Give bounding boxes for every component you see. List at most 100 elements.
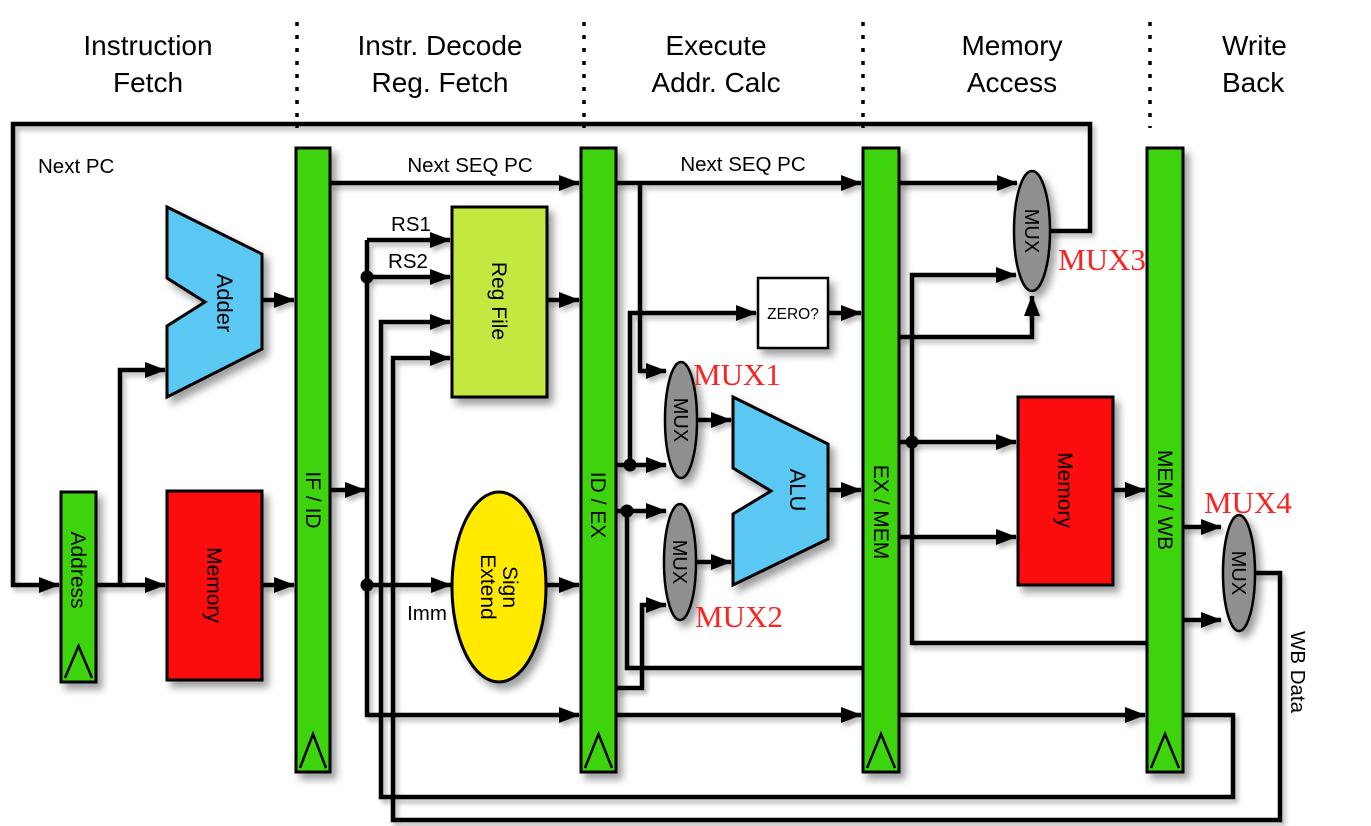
wire-wb-data-feedback bbox=[390, 350, 1283, 823]
wire-branch-target-to-mux3 bbox=[909, 267, 1017, 442]
mem-wb-clock-chevron bbox=[1149, 730, 1181, 769]
wires bbox=[10, 121, 1283, 823]
wire-instruction-bus bbox=[364, 240, 580, 723]
if-id-register: IF / ID bbox=[294, 146, 332, 774]
alu-label: ALU bbox=[785, 469, 810, 512]
next-seq-pc-label-id: Next SEQ PC bbox=[407, 154, 533, 177]
mux2-body bbox=[662, 502, 698, 622]
ex-mem-register-label: EX / MEM bbox=[869, 465, 892, 560]
wire-a-to-zero bbox=[627, 305, 757, 465]
data-memory-body bbox=[1016, 395, 1115, 587]
junction-dot bbox=[620, 504, 634, 518]
instruction-memory-block: Memory bbox=[165, 489, 264, 682]
mux4-label: MUX bbox=[1227, 551, 1249, 595]
zero-detect-block: ZERO? bbox=[756, 276, 830, 350]
zero-detect-body bbox=[756, 276, 830, 350]
if-id-clock-chevron bbox=[298, 730, 328, 769]
mux-annotations: MUX1 MUX2 MUX3 MUX4 bbox=[693, 242, 1292, 634]
mux1-annotation: MUX1 bbox=[693, 357, 781, 392]
data-memory-block: Memory bbox=[1016, 395, 1115, 587]
mem-wb-register: MEM / WB bbox=[1145, 146, 1185, 774]
rs2-label: RS2 bbox=[388, 250, 428, 273]
muxes: MUX MUX MUX MUX bbox=[662, 169, 1257, 633]
id-ex-register: ID / EX bbox=[579, 146, 618, 774]
id-ex-register-body bbox=[579, 146, 618, 774]
wb-data-label: WB Data bbox=[1286, 631, 1309, 714]
wire-aluresult-pass bbox=[909, 442, 1147, 646]
imm-label: Imm bbox=[407, 602, 447, 625]
alu-block: ALU bbox=[731, 394, 830, 588]
mux2-label: MUX bbox=[668, 540, 690, 584]
adder-shape bbox=[165, 204, 264, 400]
adder-label: Adder bbox=[212, 274, 237, 333]
adder-block: Adder bbox=[165, 204, 264, 400]
stage-header-ex-line1: Execute bbox=[665, 30, 766, 61]
wire-seqpc-to-mux1 bbox=[637, 183, 667, 379]
wire-next-pc-loop bbox=[10, 121, 1093, 593]
wire-rd-feedback bbox=[378, 314, 1236, 800]
wire-imm-to-mux2 bbox=[616, 597, 667, 691]
junction-dot bbox=[360, 578, 374, 592]
mux1: MUX bbox=[663, 360, 699, 480]
mux2-annotation: MUX2 bbox=[695, 599, 783, 634]
stage-header-if-line2: Fetch bbox=[113, 67, 183, 98]
wire-pc-to-adder bbox=[117, 362, 166, 585]
stage-header-if-line1: Instruction bbox=[83, 30, 212, 61]
mux3-label: MUX bbox=[1020, 209, 1042, 253]
next-pc-label: Next PC bbox=[38, 155, 115, 178]
reg-file-block: Reg File bbox=[450, 205, 549, 399]
next-seq-pc-label-ex: Next SEQ PC bbox=[680, 153, 806, 176]
if-id-register-label: IF / ID bbox=[301, 471, 324, 528]
address-register: Address bbox=[59, 490, 98, 684]
mux2: MUX bbox=[662, 502, 698, 622]
rs1-label: RS1 bbox=[391, 213, 431, 236]
mux4: MUX bbox=[1221, 513, 1257, 633]
junction-dot bbox=[360, 270, 374, 284]
address-register-clock-chevron bbox=[63, 642, 94, 679]
address-register-body bbox=[59, 490, 98, 684]
stage-header-mem-line1: Memory bbox=[961, 30, 1062, 61]
ex-mem-register: EX / MEM bbox=[861, 146, 901, 774]
stage-header-mem-line2: Access bbox=[967, 67, 1057, 98]
mux1-body bbox=[663, 360, 699, 480]
reg-file-label: Reg File bbox=[487, 262, 510, 340]
mux3-body bbox=[1012, 169, 1052, 293]
stage-header-wb-line1: Write bbox=[1222, 30, 1287, 61]
mux1-label: MUX bbox=[669, 398, 691, 442]
stage-header-wb-line2: Back bbox=[1222, 67, 1285, 98]
mem-wb-register-body bbox=[1145, 146, 1185, 774]
stage-header-id-line2: Reg. Fetch bbox=[372, 67, 509, 98]
mux4-body bbox=[1221, 513, 1257, 633]
stage-headers: Instruction Fetch Instr. Decode Reg. Fet… bbox=[83, 30, 1286, 98]
data-memory-label: Memory bbox=[1053, 452, 1076, 528]
if-id-register-body bbox=[294, 146, 332, 774]
pipeline-registers: Address IF / ID ID / EX EX / MEM MEM / W… bbox=[59, 146, 1185, 774]
sign-extend-label-line2: Extend bbox=[476, 554, 499, 619]
wire-labels: Next PC Next SEQ PC Next SEQ PC RS1 RS2 … bbox=[38, 153, 1309, 714]
sign-extend-body bbox=[450, 490, 548, 684]
ex-mem-clock-chevron bbox=[865, 730, 897, 769]
mux4-annotation: MUX4 bbox=[1204, 485, 1292, 520]
zero-detect-label: ZERO? bbox=[767, 306, 819, 323]
ex-mem-register-body bbox=[861, 146, 901, 774]
reg-file-body bbox=[450, 205, 549, 399]
mem-wb-register-label: MEM / WB bbox=[1153, 450, 1176, 550]
sign-extend-block: Sign Extend bbox=[450, 490, 548, 684]
stage-header-ex-line2: Addr. Calc bbox=[651, 67, 780, 98]
wire-b-to-exmem bbox=[624, 511, 863, 671]
mux3: MUX bbox=[1012, 169, 1052, 293]
functional-blocks: Adder Memory Reg File Sign Extend ZERO? … bbox=[165, 204, 1115, 684]
wire-zero-flag-to-mux3 bbox=[899, 295, 1040, 340]
instruction-memory-body bbox=[165, 489, 264, 682]
id-ex-clock-chevron bbox=[583, 730, 614, 769]
id-ex-register-label: ID / EX bbox=[586, 472, 609, 539]
stage-header-id-line1: Instr. Decode bbox=[358, 30, 523, 61]
junction-dot bbox=[905, 435, 919, 449]
junction-dot bbox=[623, 458, 637, 472]
sign-extend-label-line1: Sign bbox=[498, 566, 521, 608]
alu-shape bbox=[731, 394, 830, 588]
mux3-annotation: MUX3 bbox=[1058, 242, 1146, 277]
address-register-label: Address bbox=[66, 531, 89, 608]
